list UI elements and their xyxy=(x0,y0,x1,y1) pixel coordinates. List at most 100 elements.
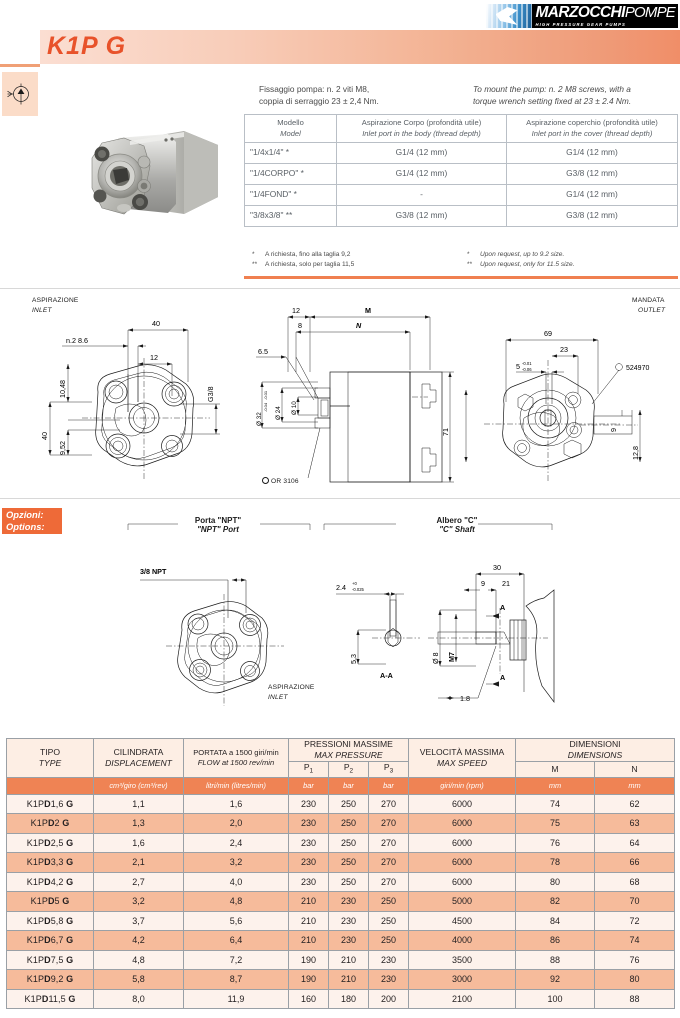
spec-cell-type: K1PD5 G xyxy=(6,891,94,912)
logo-brand-main: MARZOCCHI xyxy=(535,4,626,22)
unit-m: mm xyxy=(515,776,596,795)
spec-cell-speed: 4500 xyxy=(408,910,517,931)
spec-cell-p2: 230 xyxy=(328,891,369,912)
npt-port-drawing: 3/8 NPT xyxy=(120,558,320,713)
spec-cell-speed: 6000 xyxy=(408,813,517,834)
spec-cell-p2: 250 xyxy=(328,793,369,814)
svg-text:-0.06: -0.06 xyxy=(522,367,532,372)
spec-cell-displacement: 2,7 xyxy=(93,871,184,892)
spec-cell-p1: 190 xyxy=(288,969,329,990)
spec-cell-flow: 7,2 xyxy=(183,949,289,970)
options-divider xyxy=(0,498,680,499)
svg-text:40: 40 xyxy=(152,319,160,328)
footnotes-english: * Upon request, up to 9.2 size. ** Upon … xyxy=(463,250,678,270)
spec-cell-p2: 230 xyxy=(328,930,369,951)
svg-text:30: 30 xyxy=(493,563,501,572)
spec-cell-n: 66 xyxy=(594,852,676,873)
spec-cell-speed: 4000 xyxy=(408,930,517,951)
footnote-text: Upon request, up to 9.2 size. xyxy=(480,251,565,258)
spec-cell-displacement: 2,1 xyxy=(93,852,184,873)
footnote-2-en: ** Upon request, only for 11.5 size. xyxy=(463,260,678,270)
table-row: "3/8x3/8" ** G3/8 (12 mm) G3/8 (12 mm) xyxy=(244,205,678,227)
shaft-title-it: Albero "C" xyxy=(436,516,478,525)
logo-tagline: HIGH PRESSURE GEAR PUMPS xyxy=(535,21,626,27)
svg-text:Ø 8: Ø 8 xyxy=(431,652,440,664)
shaft-c-drawing: 2.4 +0 -0.025 5,3 A-A 30 9 21 Ø 8 M7 A xyxy=(328,552,678,712)
hdr-flow-en: FLOW at 1500 rev/min xyxy=(197,757,275,767)
hdr-dim-it: DIMENSIONI xyxy=(569,739,621,749)
svg-text:G3/8: G3/8 xyxy=(206,386,215,402)
options-badge-en: Options: xyxy=(6,521,45,532)
port-row-model: "1/4FOND" * xyxy=(244,184,337,206)
hdr-cover-en: Inlet port in the cover (thread depth) xyxy=(531,128,653,138)
unit-p2: bar xyxy=(328,776,369,795)
spec-cell-flow: 5,6 xyxy=(183,910,289,931)
hdr-type-it: TIPO xyxy=(39,746,61,757)
spec-header-row-2: P1 P2 P3 M N xyxy=(7,761,676,778)
svg-text:40: 40 xyxy=(40,432,49,440)
spec-cell-flow: 11,9 xyxy=(183,988,289,1009)
spec-cell-p2: 250 xyxy=(328,813,369,834)
port-row-model: "1/4CORPO" * xyxy=(244,163,337,185)
port-row-model: "1/4x1/4" * xyxy=(244,142,337,164)
spec-cell-p2: 230 xyxy=(328,910,369,931)
spec-cell-displacement: 5,8 xyxy=(93,969,184,990)
port-table-footnotes: * A richiesta, fino alla taglia 9,2 ** A… xyxy=(248,250,678,270)
npt-bracket xyxy=(127,523,311,530)
svg-text:+0: +0 xyxy=(352,581,357,586)
unit-p1: bar xyxy=(288,776,329,795)
npt-title-it: Porta "NPT" xyxy=(194,516,242,525)
or-circle-icon xyxy=(262,477,269,484)
spec-cell-type: K1PD2 G xyxy=(6,813,94,834)
svg-text:2.4: 2.4 xyxy=(336,583,346,592)
svg-text:Ø 32: Ø 32 xyxy=(256,412,263,426)
npt-inlet-label-it: ASPIRAZIONE xyxy=(268,684,315,691)
port-row-body: G3/8 (12 mm) xyxy=(336,205,507,227)
spec-cell-p3: 200 xyxy=(367,988,410,1009)
spec-cell-m: 76 xyxy=(515,832,596,853)
spec-cell-p2: 250 xyxy=(328,852,369,873)
unit-p3: bar xyxy=(367,776,410,795)
page-title: K1P G xyxy=(47,32,127,60)
side-section-drawing: 12 M 8 N 6.5 Ø 32 -0.01 -0.04 Ø 24 Ø 10 … xyxy=(252,300,462,488)
title-bar xyxy=(40,30,680,64)
spec-cell-flow: 8,7 xyxy=(183,969,289,990)
svg-text:M7: M7 xyxy=(447,652,456,662)
npt-port-title: Porta "NPT" "NPT" Port xyxy=(128,516,308,534)
spec-cell-p3: 270 xyxy=(367,793,410,814)
hdr-model-en: Model xyxy=(280,128,301,138)
shaft-bracket xyxy=(323,523,553,530)
footnote-mark: * xyxy=(467,251,470,258)
spec-cell-m: 92 xyxy=(515,969,596,990)
spec-cell-m: 86 xyxy=(515,930,596,951)
svg-text:6.5: 6.5 xyxy=(258,347,268,356)
table-row: "1/4x1/4" * G1/4 (12 mm) G1/4 (12 mm) xyxy=(244,142,678,164)
spec-header-dimensions: DIMENSIONI DIMENSIONS xyxy=(515,737,676,763)
spec-cell-p3: 250 xyxy=(367,930,410,951)
spec-cell-p3: 270 xyxy=(367,813,410,834)
spec-header-n: N xyxy=(594,761,676,778)
svg-text:524970: 524970 xyxy=(626,365,649,372)
spec-cell-displacement: 3,2 xyxy=(93,891,184,912)
svg-text:10,48: 10,48 xyxy=(58,380,67,398)
spec-cell-displacement: 8,0 xyxy=(93,988,184,1009)
mounting-note-it-line1: Fissaggio pompa: n. 2 viti M8, xyxy=(259,84,370,94)
spec-header-speed: VELOCITÀ MASSIMA MAX SPEED xyxy=(408,738,517,778)
inlet-label-en: INLET xyxy=(32,307,52,314)
port-table-header-row: Modello Model Aspirazione Corpo (profond… xyxy=(244,114,678,143)
svg-text:71: 71 xyxy=(441,428,450,436)
spec-header-type: TIPO TYPE xyxy=(6,738,94,778)
spec-cell-displacement: 1,6 xyxy=(93,832,184,853)
spec-cell-flow: 6,4 xyxy=(183,930,289,951)
svg-text:9: 9 xyxy=(609,428,618,432)
outlet-label-it: MANDATA xyxy=(632,297,665,304)
title-underline xyxy=(0,64,40,67)
front-view-drawing: 40 n.2 8.6 12 10,48 40 9,52 G3/8 xyxy=(20,312,245,487)
svg-text:-0.04: -0.04 xyxy=(263,402,268,412)
svg-text:N: N xyxy=(356,321,362,330)
spec-cell-type: K1PD5,8 G xyxy=(6,910,94,931)
